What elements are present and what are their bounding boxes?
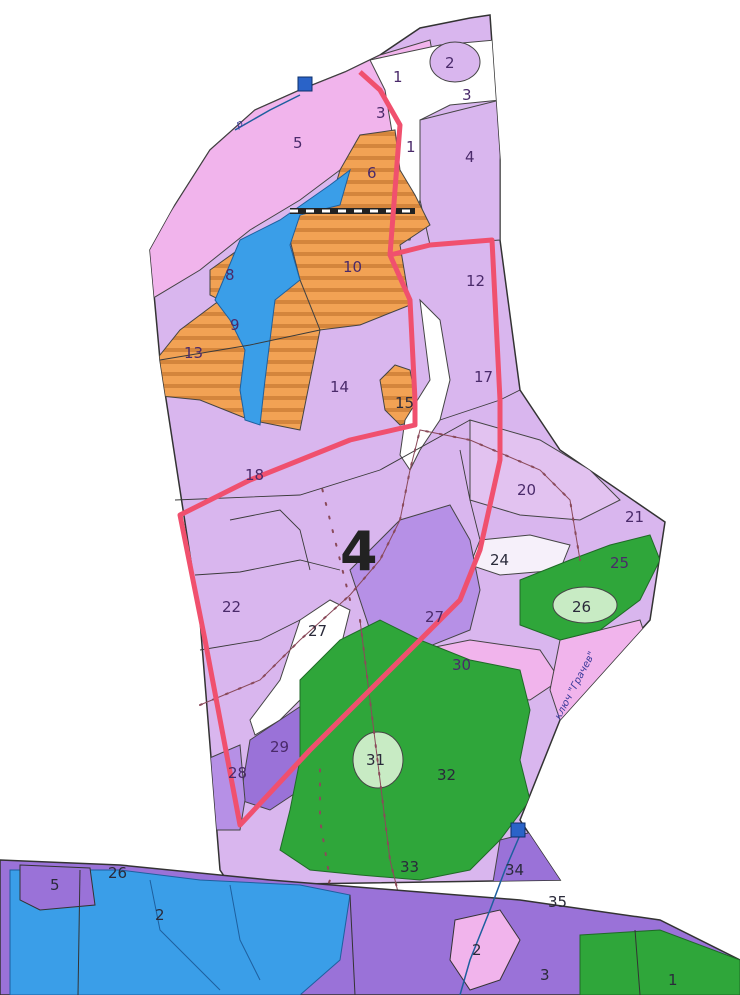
rivers xyxy=(234,94,521,995)
lot-label: 27 xyxy=(308,622,327,640)
lot-label: 26 xyxy=(108,864,127,882)
lot-label: 3 xyxy=(376,104,386,122)
lot-label: 30 xyxy=(452,656,471,674)
lot-label: 4 xyxy=(465,148,475,166)
lot-label: 26 xyxy=(572,598,591,616)
block-outline xyxy=(177,70,503,828)
marker-north-icon xyxy=(297,76,313,92)
lot-labels: 1 2 3 3 1 4 5 6 8 10 12 13 9 14 17 15 18… xyxy=(50,54,678,989)
lot-label: 17 xyxy=(474,368,493,386)
lot-label: 8 xyxy=(225,266,235,284)
lot-label: 1 xyxy=(393,68,403,86)
lot-area-forest-32 xyxy=(279,619,531,881)
lot-label: 1 xyxy=(406,138,416,156)
road-segment xyxy=(290,208,415,214)
lot-label: 32 xyxy=(437,766,456,784)
lot-label: 24 xyxy=(490,551,509,569)
lot-label: 13 xyxy=(184,344,203,362)
lot-label: 5 xyxy=(293,134,303,152)
lot-label: 27 xyxy=(425,608,444,626)
lot-label: 28 xyxy=(228,764,247,782)
south-region xyxy=(0,859,740,995)
lot-label: 35 xyxy=(548,893,567,911)
lot-label: 34 xyxy=(505,861,524,879)
lot-label: 2 xyxy=(155,906,165,924)
lot-label: 31 xyxy=(366,751,385,769)
river-label-north: р. xyxy=(234,117,248,131)
lot-label: 2 xyxy=(445,54,455,72)
lot-label: 2 xyxy=(472,941,482,959)
lot-area-light-green-26 xyxy=(552,586,618,624)
lot-boundaries xyxy=(159,329,521,651)
lot-label: 15 xyxy=(395,394,414,412)
lot-label: 3 xyxy=(462,86,472,104)
lot-label: 33 xyxy=(400,858,419,876)
lot-area-south-5 xyxy=(19,864,96,911)
lot-label: 3 xyxy=(540,966,550,984)
lot-label: 18 xyxy=(245,466,264,484)
lot-area-4 xyxy=(419,99,501,246)
route-lines-solid xyxy=(199,429,581,901)
lot-label: 29 xyxy=(270,738,289,756)
lot-label: 21 xyxy=(625,508,644,526)
lot-label: 9 xyxy=(230,316,240,334)
lot-label: 6 xyxy=(367,164,377,182)
lot-area-water-9 xyxy=(214,168,351,426)
lot-area-20 xyxy=(469,419,621,521)
lot-area-2-north xyxy=(429,41,481,83)
lot-label: 10 xyxy=(343,258,362,276)
lot-label: 1 xyxy=(668,971,678,989)
block-number: 4 xyxy=(340,520,378,583)
marker-south-icon xyxy=(510,822,526,838)
lot-label: 22 xyxy=(222,598,241,616)
lot-label: 14 xyxy=(330,378,349,396)
lot-label: 25 xyxy=(610,554,629,572)
lot-label: 12 xyxy=(466,272,485,290)
lot-area-south-green-1 xyxy=(579,929,740,995)
lot-area-white-south xyxy=(249,599,351,736)
lot-label: 20 xyxy=(517,481,536,499)
lot-label: 5 xyxy=(50,876,60,894)
